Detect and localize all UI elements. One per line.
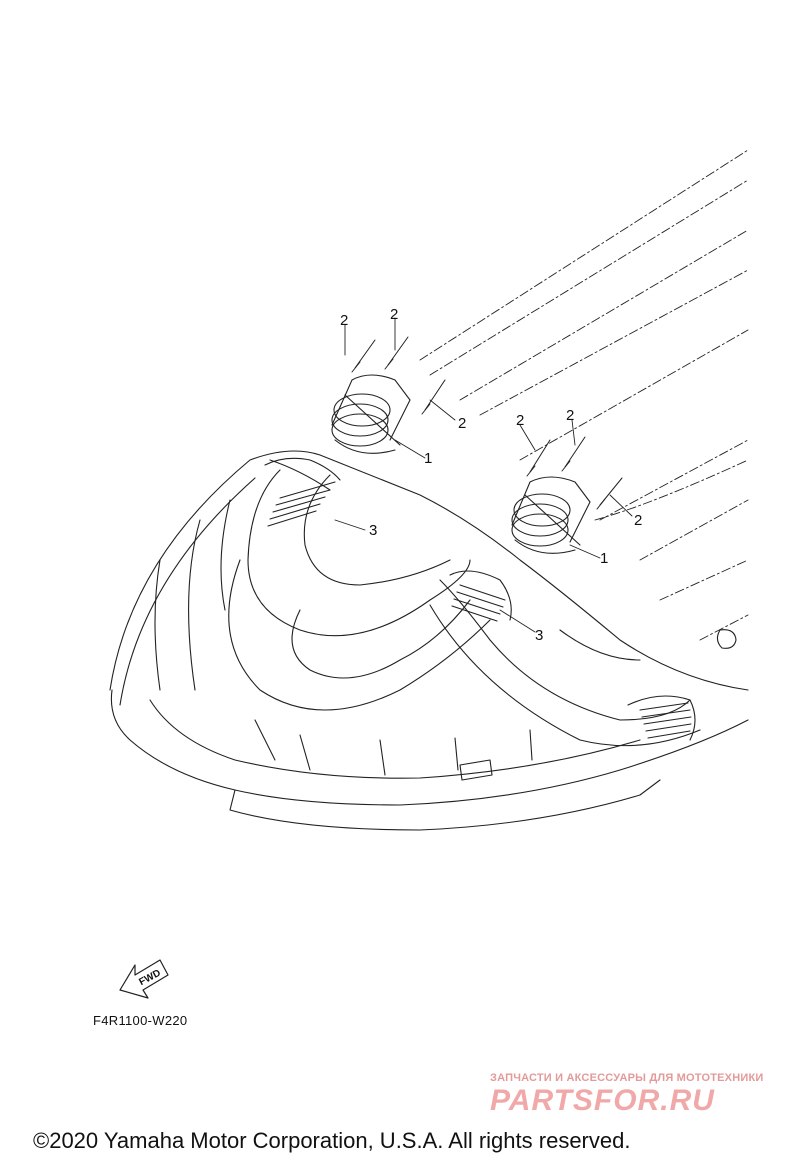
callout-2-d: 2 [516,412,524,429]
watermark-tagline: ЗАПЧАСТИ И АКСЕССУАРЫ ДЛЯ МОТОТЕХНИКИ [490,1072,764,1084]
callouts: 1 1 2 2 2 2 2 2 3 3 FWD [137,306,642,988]
leader-lines [334,317,633,633]
air-duct-right [511,476,591,554]
hull-outline [419,149,749,641]
deck-body [109,450,749,831]
hose-upper [247,457,471,637]
callout-3-upper: 3 [369,522,377,539]
callout-3-lower: 3 [535,627,543,644]
callout-1-right: 1 [600,550,608,567]
callout-2-c: 2 [458,415,466,432]
hose-lower [228,559,701,747]
air-duct-left [331,374,411,454]
figure-code: F4R1100-W220 [93,1013,188,1028]
copyright-notice: ©2020 Yamaha Motor Corporation, U.S.A. A… [33,1128,631,1153]
callout-1-left: 1 [424,450,432,467]
callout-2-f: 2 [634,512,642,529]
callout-2-b: 2 [390,306,398,323]
callout-2-a: 2 [340,312,348,329]
fwd-arrow-icon [119,959,169,999]
watermark-logo: PARTSFOR.RU [490,1084,715,1117]
rivets [351,336,623,510]
callout-2-e: 2 [566,407,574,424]
